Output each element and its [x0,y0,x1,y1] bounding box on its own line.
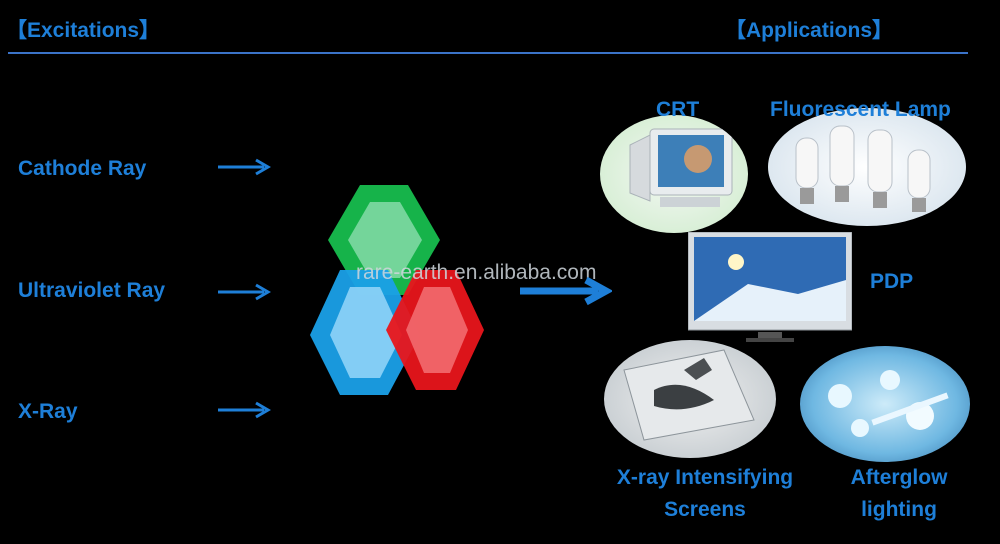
arrow-right-icon [520,276,612,306]
excitation-cathode-ray: Cathode Ray [18,157,147,180]
application-xray-screens-line2: Screens [664,498,746,521]
application-xray-screens-line1: X-ray Intensifying [616,466,794,489]
application-afterglow-line2: lighting [861,498,937,521]
application-fluorescent-lamp: Fluorescent Lamp [770,98,951,121]
arrow-right-icon [218,158,271,176]
arrow-right-icon [218,401,271,419]
application-afterglow-line1: Afterglow [850,466,948,489]
watermark-text: rare-earth.en.alibaba.com [356,261,597,284]
xray-film-image [604,340,776,458]
application-pdp: PDP [870,270,914,293]
excitations-header: 【Excitations】 [6,19,161,42]
afterglow-lamps-image [800,346,970,462]
excitation-ultraviolet-ray: Ultraviolet Ray [18,279,166,302]
excitation-x-ray: X-Ray [18,400,78,423]
crt-monitor-image [600,115,748,233]
arrow-right-icon [218,283,271,301]
applications-header: 【Applications】 [725,19,894,42]
cfl-lamps-image [768,108,966,226]
header-divider [8,52,968,54]
application-crt: CRT [656,98,700,121]
rgb-hexagon-cluster [310,185,484,395]
flat-tv-image [688,232,852,344]
